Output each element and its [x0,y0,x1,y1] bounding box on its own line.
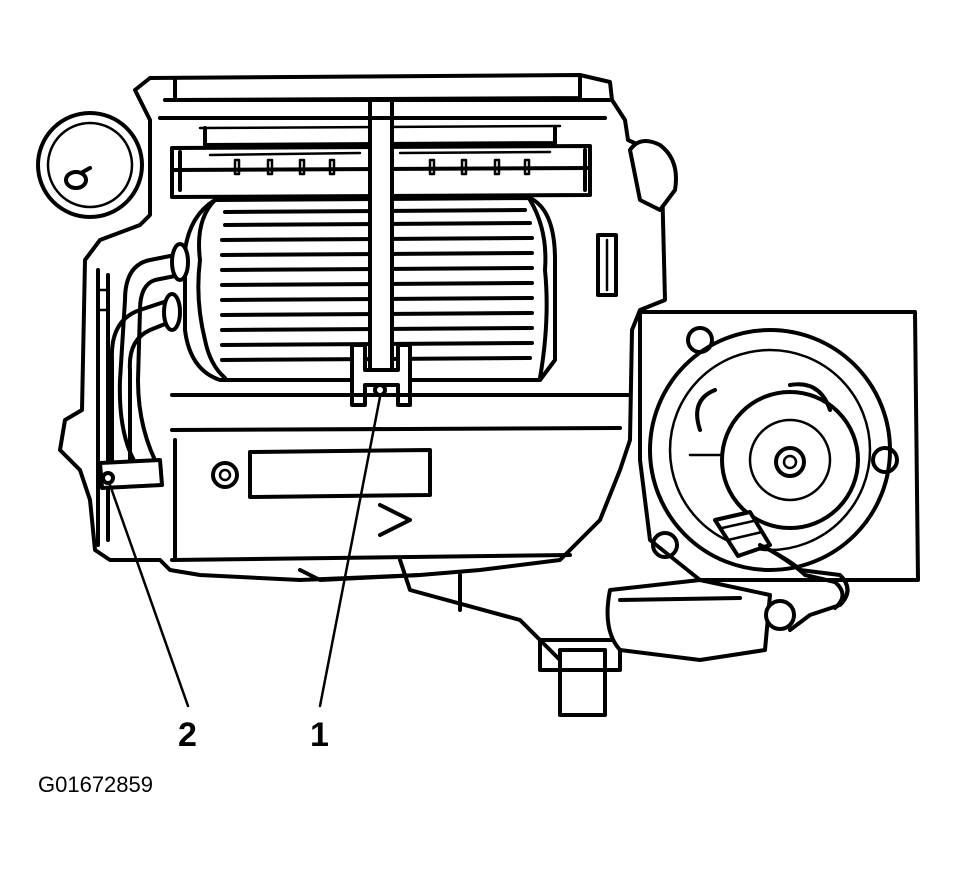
leader-line-1 [318,395,382,708]
figure-id-label: G01672859 [38,772,153,797]
callout-leaders [108,395,382,708]
leader-line-2 [108,483,190,708]
blower-motor [605,310,920,662]
heater-hoses [109,242,190,472]
evaporator-core [183,98,557,407]
drain-tube [98,458,164,490]
electrical-connector [713,510,850,632]
hvac-module-drawing [36,73,678,717]
callout-label-1: 1 [310,716,329,754]
callout-label-2: 2 [178,716,197,754]
